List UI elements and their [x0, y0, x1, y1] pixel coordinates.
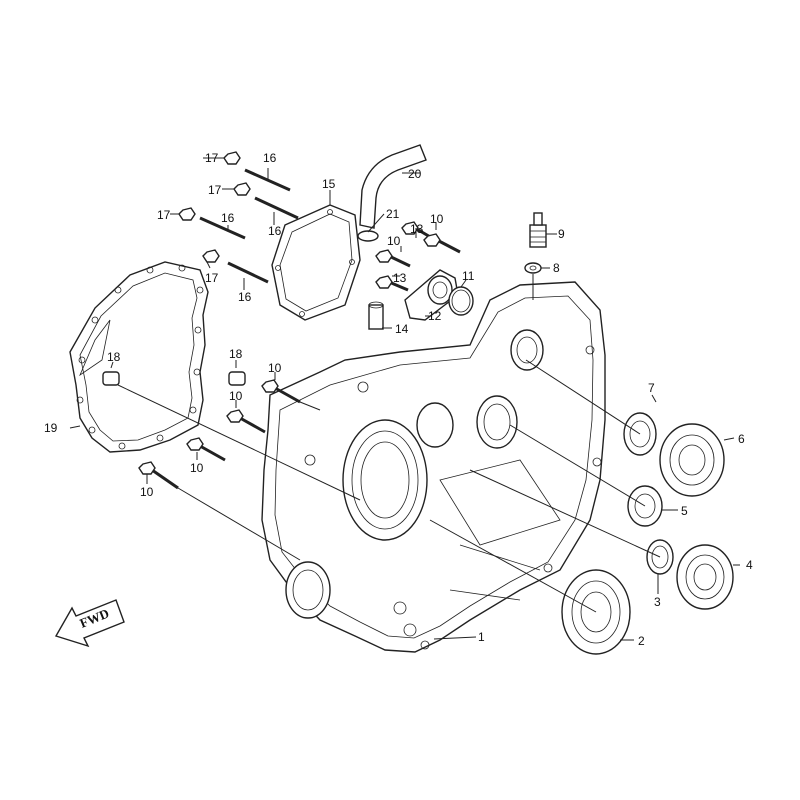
callout-7: 7	[648, 381, 655, 395]
callout-13-lower: 13	[393, 271, 407, 285]
sensor-9	[529, 212, 547, 248]
callout-17-c: 17	[157, 208, 171, 222]
callout-10-b: 10	[229, 389, 243, 403]
callout-6: 6	[738, 432, 745, 446]
callout-10-mid: 10	[387, 234, 401, 248]
callout-19: 19	[44, 421, 58, 435]
callout-4: 4	[746, 558, 753, 572]
bearing-6	[659, 423, 725, 497]
callout-10-c: 10	[190, 461, 204, 475]
pipe-fitting-14	[368, 301, 384, 330]
crankcase-half	[261, 281, 606, 653]
o-ring-11	[448, 286, 474, 316]
callout-16-d: 16	[238, 290, 252, 304]
callout-12: 12	[428, 309, 442, 323]
forward-arrow-icon: FWD	[54, 599, 125, 648]
washer-8	[524, 262, 542, 274]
callout-16-b: 16	[268, 224, 282, 238]
callout-8: 8	[553, 261, 560, 275]
callout-10-upper: 10	[430, 212, 444, 226]
breather-hose-20	[359, 144, 427, 229]
callout-1: 1	[478, 630, 485, 644]
callout-18-a: 18	[107, 350, 121, 364]
callout-10-d: 10	[140, 485, 154, 499]
cover-gasket	[271, 204, 361, 321]
callout-14: 14	[395, 322, 409, 336]
callout-10-a: 10	[268, 361, 282, 375]
crankcase-gasket	[69, 261, 209, 453]
callout-2: 2	[638, 634, 645, 648]
callout-20: 20	[408, 167, 422, 181]
bolts	[138, 221, 461, 490]
callout-3: 3	[654, 595, 661, 609]
callout-5: 5	[681, 504, 688, 518]
bearing-4	[676, 544, 734, 610]
callout-16-c: 16	[221, 211, 235, 225]
callout-11: 11	[462, 269, 475, 283]
dowel-pin-18a	[102, 371, 120, 386]
callout-17-a: 17	[205, 151, 219, 165]
hose-clamp-21	[357, 230, 379, 242]
callout-9: 9	[558, 227, 565, 241]
callouts: 1 2 3 4 5 6 7 8 9 10 10 10 10 10 10 11 1…	[44, 151, 753, 648]
callout-15: 15	[322, 177, 336, 191]
callout-17-d: 17	[205, 271, 219, 285]
callout-16-a: 16	[263, 151, 277, 165]
callout-13-upper: 13	[410, 222, 424, 236]
dowel-pin-18b	[228, 371, 246, 386]
callout-21: 21	[386, 207, 400, 221]
callout-18-b: 18	[229, 347, 243, 361]
callout-17-b: 17	[208, 183, 222, 197]
leader-lines	[69, 157, 740, 641]
